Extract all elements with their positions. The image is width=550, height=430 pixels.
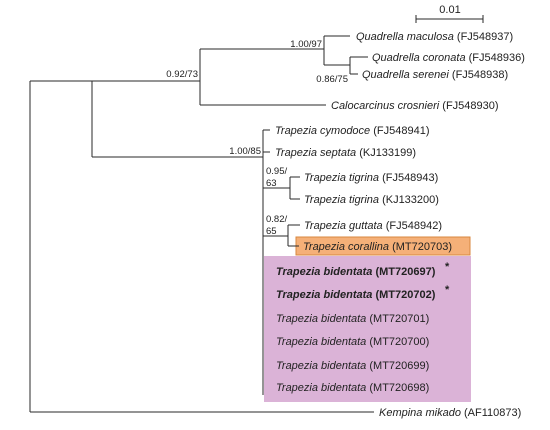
support-guttata-a: 0.82/ [266, 214, 287, 225]
taxon-label: Trapezia corallina (MT720703) [303, 241, 452, 253]
taxon-label: Quadrella coronata (FJ548936) [372, 52, 525, 64]
support-values: 1.00/97 0.92/73 0.86/75 1.00/85 0.95/ 63… [166, 39, 348, 237]
scale-bar: 0.01 [415, 4, 484, 23]
taxon-label: Calocarcinus crosnieri (FJ548930) [331, 100, 499, 112]
taxon-label: Trapezia cymodoce (FJ548941) [275, 125, 430, 137]
bidentata-highlight [264, 256, 471, 402]
taxon-labels: Quadrella maculosa (FJ548937) Quadrella … [275, 31, 525, 419]
support-guttata-b: 65 [266, 226, 277, 237]
taxon-label: Kempina mikado (AF110873) [379, 407, 521, 419]
taxon-label: Trapezia bidentata (MT720702) [276, 289, 436, 301]
taxon-label: Quadrella serenei (FJ548938) [362, 69, 508, 81]
support-coronata-serenei: 0.86/75 [316, 74, 348, 85]
support-quadrella: 1.00/97 [290, 39, 322, 50]
taxon-label: Trapezia septata (KJ133199) [275, 147, 416, 159]
tree-branches [29, 35, 374, 413]
support-trapezia: 1.00/85 [229, 146, 261, 157]
scale-label: 0.01 [439, 4, 460, 16]
support-tigrina-a: 0.95/ [266, 166, 287, 177]
support-tigrina-b: 63 [266, 178, 277, 189]
support-outer-clade: 0.92/73 [166, 69, 198, 80]
taxon-label: Quadrella maculosa (FJ548937) [356, 31, 513, 43]
taxon-label: Trapezia bidentata (MT720698) [276, 382, 429, 394]
taxon-label: Trapezia bidentata (MT720697) [276, 266, 436, 278]
taxon-label: Trapezia tigrina (FJ548943) [304, 172, 438, 184]
taxon-label: Trapezia guttata (FJ548942) [304, 220, 442, 232]
new-sequence-marker: * [445, 261, 450, 273]
taxon-label: Trapezia bidentata (MT720699) [276, 360, 429, 372]
taxon-label: Trapezia bidentata (MT720701) [276, 313, 429, 325]
taxon-label: Trapezia tigrina (KJ133200) [304, 194, 439, 206]
taxon-label: Trapezia bidentata (MT720700) [276, 336, 429, 348]
new-sequence-marker: * [445, 284, 450, 296]
